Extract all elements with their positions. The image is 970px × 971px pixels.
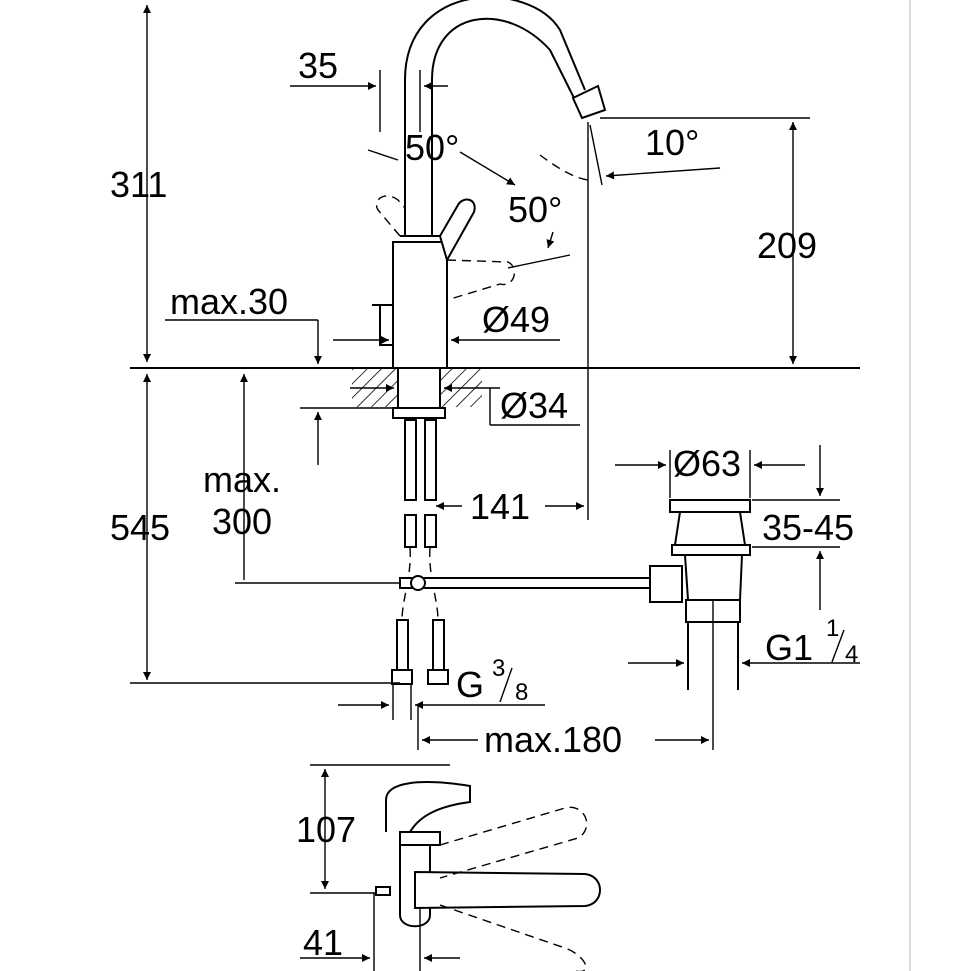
waste-cap (669, 499, 751, 513)
supply-hoses (391, 419, 449, 685)
spout-column (404, 0, 586, 236)
handle-dashed-left (375, 195, 406, 237)
label-311: 311 (110, 164, 167, 205)
faucet-body (130, 0, 860, 419)
top-spout (385, 781, 471, 833)
label-max30: max.30 (170, 281, 288, 322)
top-popup-knob (375, 886, 391, 896)
hose-right-lower (432, 619, 445, 671)
label-dia34: Ø34 (500, 385, 568, 426)
hose-left-nut (391, 669, 413, 685)
waste-body (673, 511, 747, 546)
label-g38-main: G (456, 664, 484, 705)
waste-nut (649, 565, 683, 603)
waste-flange (671, 544, 751, 556)
label-max300-line1: max. (203, 459, 281, 500)
spout-inner (431, 17, 576, 236)
label-10: 10° (645, 122, 699, 163)
dim-50-side-line (507, 254, 571, 269)
label-50-side: 50° (508, 189, 562, 230)
dim-10-leader (605, 167, 721, 180)
hose-left-mid (404, 514, 417, 548)
top-handle-dashed-down (439, 904, 587, 971)
label-35: 35 (298, 45, 338, 86)
rod-bar (399, 577, 656, 589)
popup-rod (399, 575, 656, 591)
waste-lower (683, 554, 744, 601)
top-handle-dashed-up (439, 806, 588, 879)
dim-50-top-arc (367, 149, 399, 161)
label-41: 41 (303, 922, 343, 963)
top-view (300, 764, 601, 971)
label-dia63: Ø63 (673, 443, 741, 484)
label-max300-line2: 300 (212, 501, 272, 542)
dimensions (130, 5, 860, 750)
dim-50-side-arrow (546, 231, 555, 249)
label-35-45: 35-45 (762, 507, 854, 548)
hose-left-lower (396, 619, 409, 671)
label-g38-num: 3 (492, 655, 505, 682)
body-block (392, 241, 448, 369)
waste-fitting (649, 499, 751, 750)
label-141: 141 (470, 486, 530, 527)
label-50-top: 50° (405, 127, 459, 168)
label-g114-main: G1 (765, 627, 813, 668)
label-g38-den: 8 (515, 679, 528, 706)
rod-clamp (410, 575, 426, 591)
handle-dashed-right (446, 259, 516, 301)
aerator (571, 84, 607, 120)
label-dia49: Ø49 (482, 299, 550, 340)
shank (397, 367, 441, 411)
dim-10-arc (539, 154, 589, 181)
top-handle (414, 870, 601, 910)
hose-right-mid (424, 514, 437, 548)
label-209: 209 (757, 225, 817, 266)
hose-right-upper (424, 419, 437, 501)
top-spout-base (399, 831, 441, 846)
dim-10-line (589, 124, 603, 186)
top-body (399, 845, 431, 928)
label-g114-slash (831, 629, 845, 663)
labels: 35 50° 50° 10° 311 209 max.30 Ø49 Ø34 ma… (110, 45, 858, 963)
dim-50-top-arrow (459, 151, 516, 186)
label-107: 107 (296, 809, 356, 850)
hose-right-nut (427, 669, 449, 685)
mount-plate (392, 407, 446, 419)
hose-left-upper (404, 419, 417, 501)
label-g38-slash (499, 667, 513, 703)
label-max180: max.180 (484, 719, 622, 760)
popup-lever (372, 304, 393, 346)
label-g114-num: 1 (826, 615, 839, 642)
label-g114-den: 4 (845, 641, 858, 668)
handle-lever (438, 198, 476, 263)
label-545: 545 (110, 507, 170, 548)
